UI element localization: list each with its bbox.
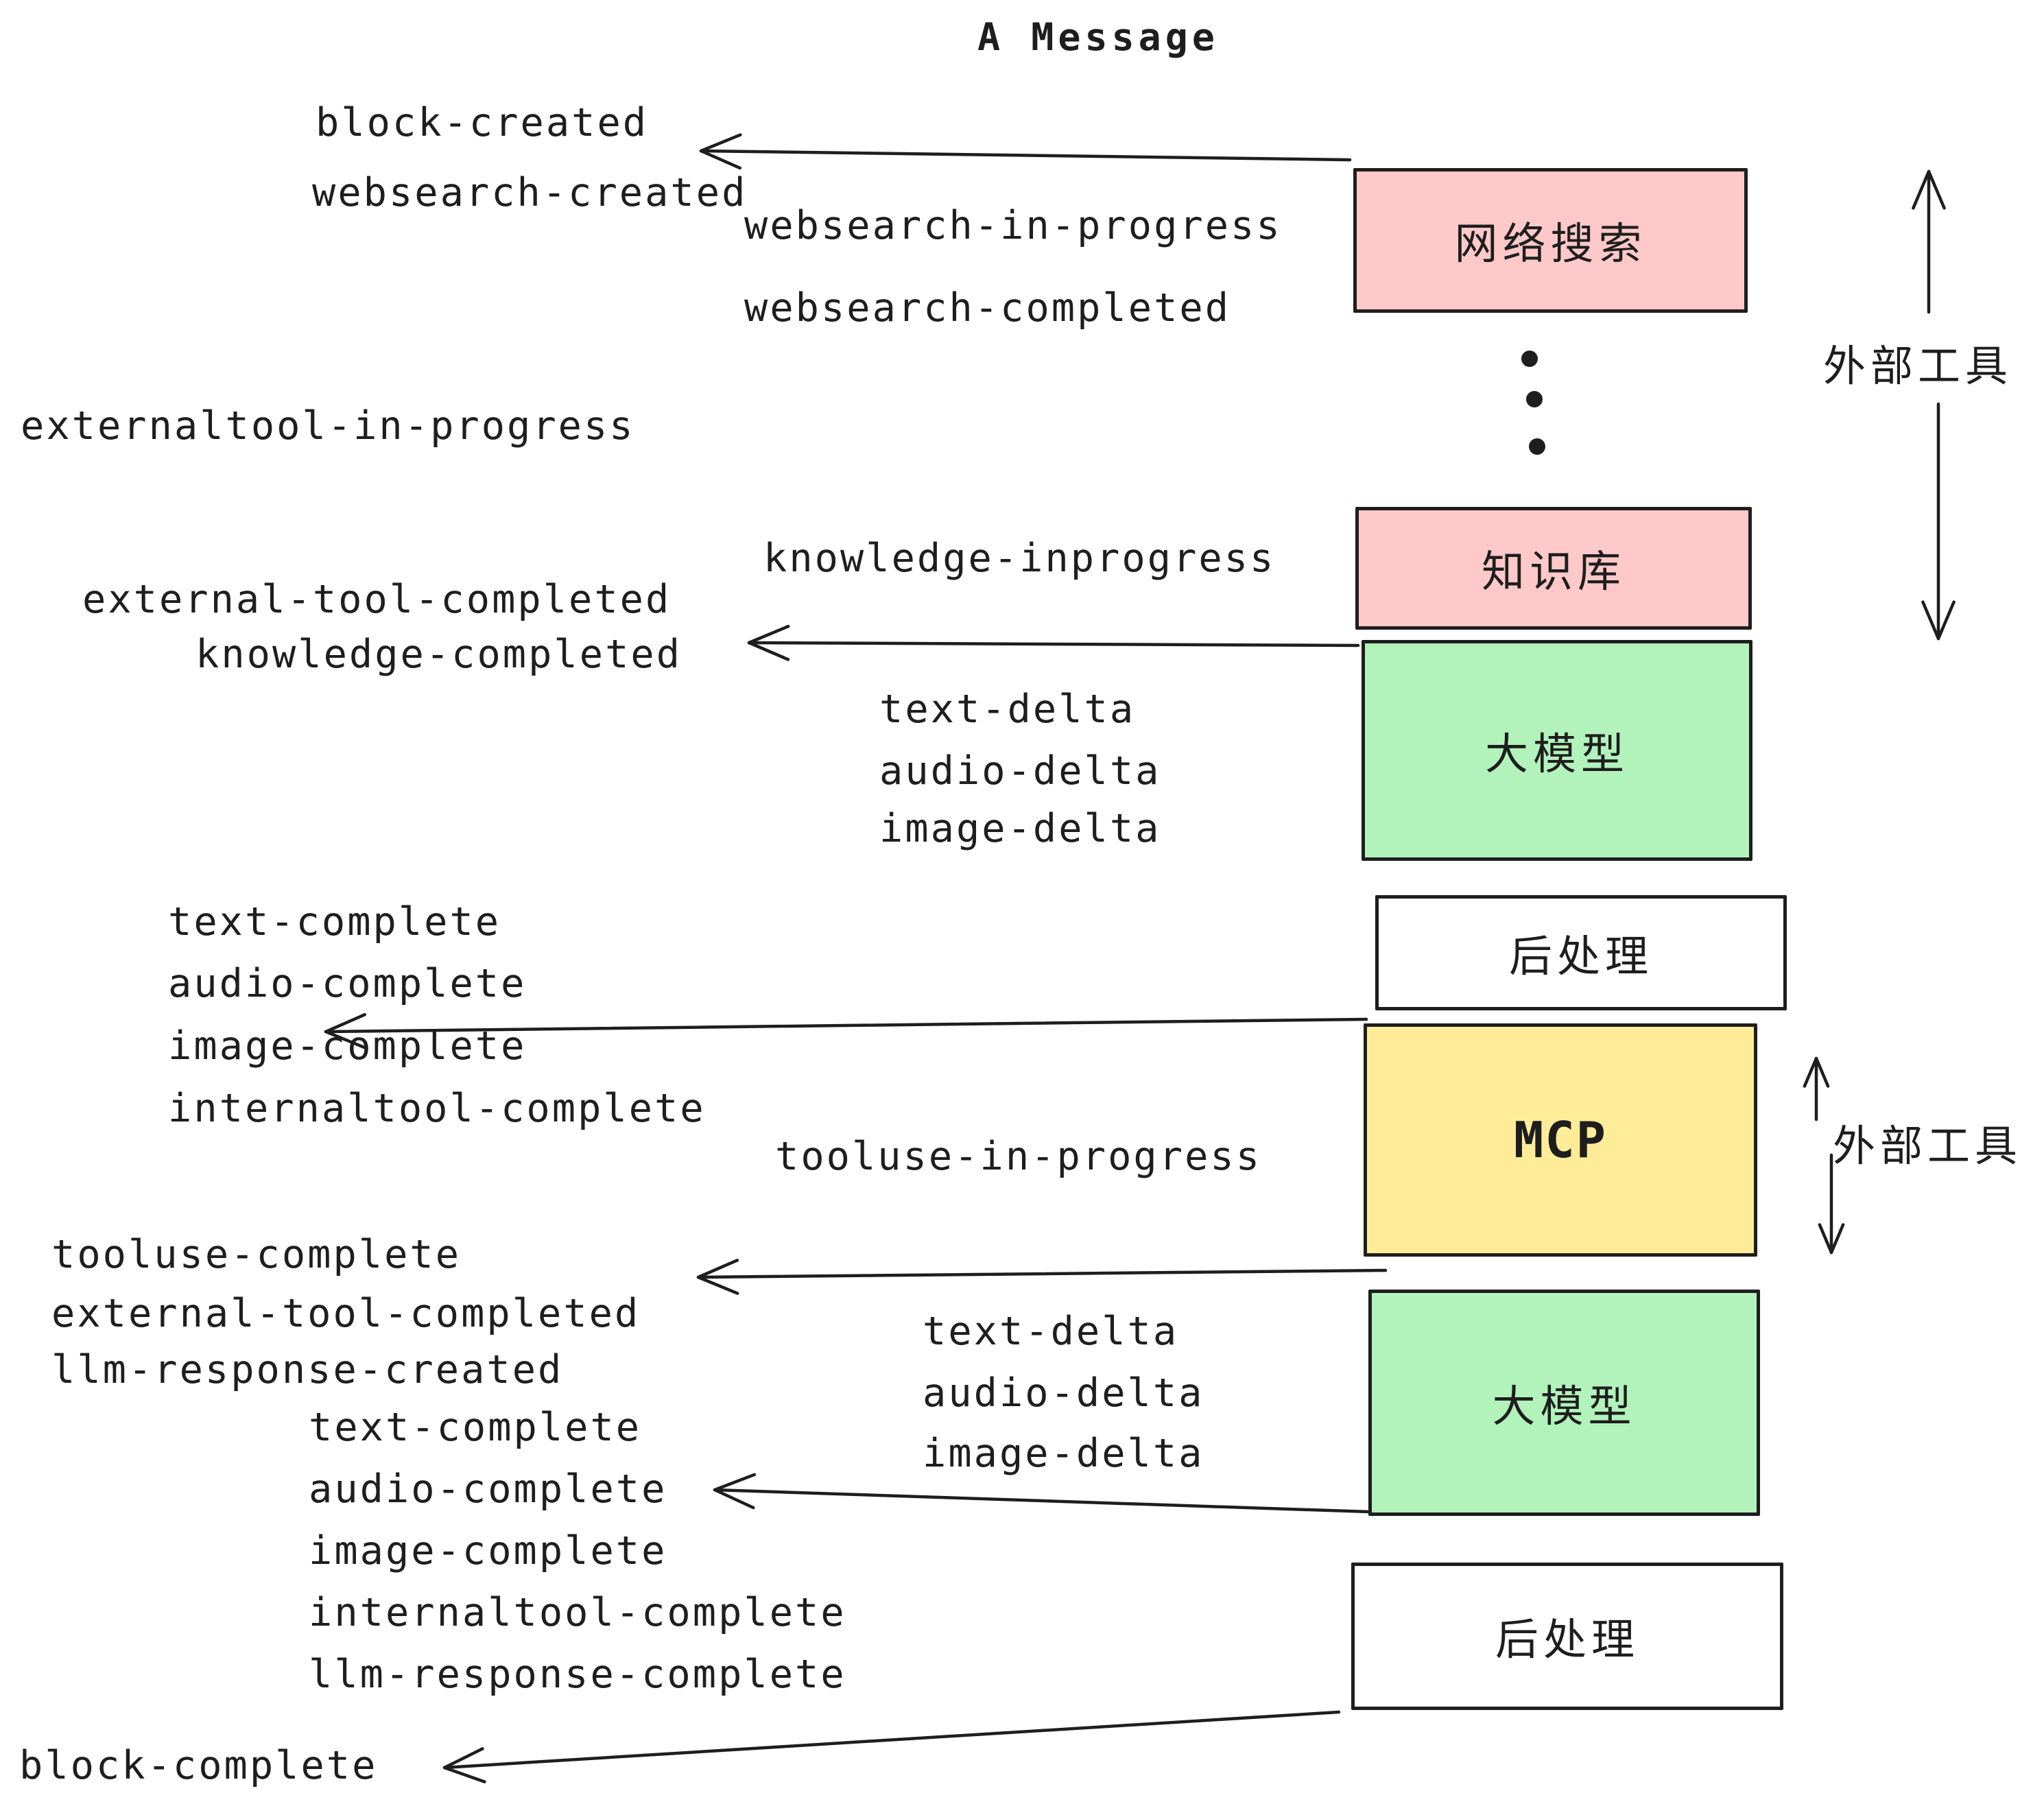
event-label-image-delta-1: image-delta xyxy=(879,806,1161,851)
event-label-audio-complete-1: audio-complete xyxy=(168,961,527,1006)
event-label-block-complete: block-complete xyxy=(19,1743,378,1788)
event-label-websearch-created: websearch-created xyxy=(312,170,748,215)
arrow-to-block-created xyxy=(699,133,1352,170)
box-postprocess-2: 后处理 xyxy=(1351,1563,1783,1710)
event-label-block-created: block-created xyxy=(316,100,649,145)
box-label-websearch: 网络搜索 xyxy=(1454,219,1647,269)
event-label-text-delta-2: text-delta xyxy=(923,1309,1179,1354)
event-label-externaltool-in-progress: externaltool-in-progress xyxy=(21,403,635,449)
box-label-llm-1: 大模型 xyxy=(1485,728,1629,779)
ellipsis-dot xyxy=(1529,438,1545,455)
arrow-to-audio-complete xyxy=(713,1473,1372,1514)
event-label-image-complete-2: image-complete xyxy=(309,1528,667,1574)
box-mcp: MCP xyxy=(1364,1023,1757,1257)
event-label-audio-delta-2: audio-delta xyxy=(923,1370,1204,1416)
arrow-to-knowledge-completed xyxy=(747,624,1360,661)
box-label-llm-2: 大模型 xyxy=(1492,1381,1637,1432)
box-llm-2: 大模型 xyxy=(1368,1290,1760,1516)
arrow-external-tools-up-2 xyxy=(1803,1056,1830,1121)
ellipsis-dot xyxy=(1521,351,1538,367)
event-label-tooluse-in-progress: tooluse-in-progress xyxy=(775,1134,1262,1179)
event-label-llm-response-complete: llm-response-complete xyxy=(309,1652,846,1697)
box-llm-1: 大模型 xyxy=(1362,640,1752,861)
event-label-websearch-in-progress: websearch-in-progress xyxy=(744,203,1282,248)
box-label-knowledge: 知识库 xyxy=(1482,547,1626,597)
arrow-external-tools-up-1 xyxy=(1912,169,1946,314)
event-label-internaltool-complete-2: internaltool-complete xyxy=(309,1590,846,1635)
box-label-postprocess-2: 后处理 xyxy=(1495,1615,1639,1665)
page-title: A Message xyxy=(977,15,1220,59)
event-label-knowledge-completed: knowledge-completed xyxy=(195,632,682,677)
box-websearch: 网络搜索 xyxy=(1353,168,1748,313)
event-label-knowledge-inprogress: knowledge-inprogress xyxy=(763,536,1276,581)
event-label-websearch-completed: websearch-completed xyxy=(744,285,1231,331)
arrow-external-tools-down-1 xyxy=(1921,402,1956,641)
box-label-postprocess-1: 后处理 xyxy=(1509,931,1653,982)
event-label-tooluse-complete: tooluse-complete xyxy=(51,1232,462,1277)
event-label-external-tool-completed-2: external-tool-completed xyxy=(51,1291,641,1336)
event-label-text-delta-1: text-delta xyxy=(879,687,1136,732)
event-label-text-complete-1: text-complete xyxy=(168,899,501,945)
event-label-internaltool-complete-1: internaltool-complete xyxy=(168,1086,706,1131)
box-knowledge: 知识库 xyxy=(1355,507,1752,630)
event-label-audio-delta-1: audio-delta xyxy=(879,748,1161,794)
event-label-image-delta-2: image-delta xyxy=(923,1431,1204,1476)
event-label-text-complete-2: text-complete xyxy=(309,1405,642,1450)
side-label-external-tools-2: 外部工具 xyxy=(1833,1121,2023,1171)
arrow-to-tooluse-complete xyxy=(696,1259,1388,1295)
side-label-external-tools-1: 外部工具 xyxy=(1823,341,2013,391)
event-label-llm-response-created: llm-response-created xyxy=(51,1347,564,1392)
event-label-external-tool-completed-1: external-tool-completed xyxy=(82,577,672,622)
arrow-to-block-complete xyxy=(442,1710,1341,1783)
ellipsis-dot xyxy=(1526,391,1543,407)
event-label-audio-complete-2: audio-complete xyxy=(309,1467,667,1512)
box-postprocess-1: 后处理 xyxy=(1375,895,1787,1010)
box-label-mcp: MCP xyxy=(1513,1111,1608,1169)
event-label-image-complete-1: image-complete xyxy=(168,1023,527,1069)
